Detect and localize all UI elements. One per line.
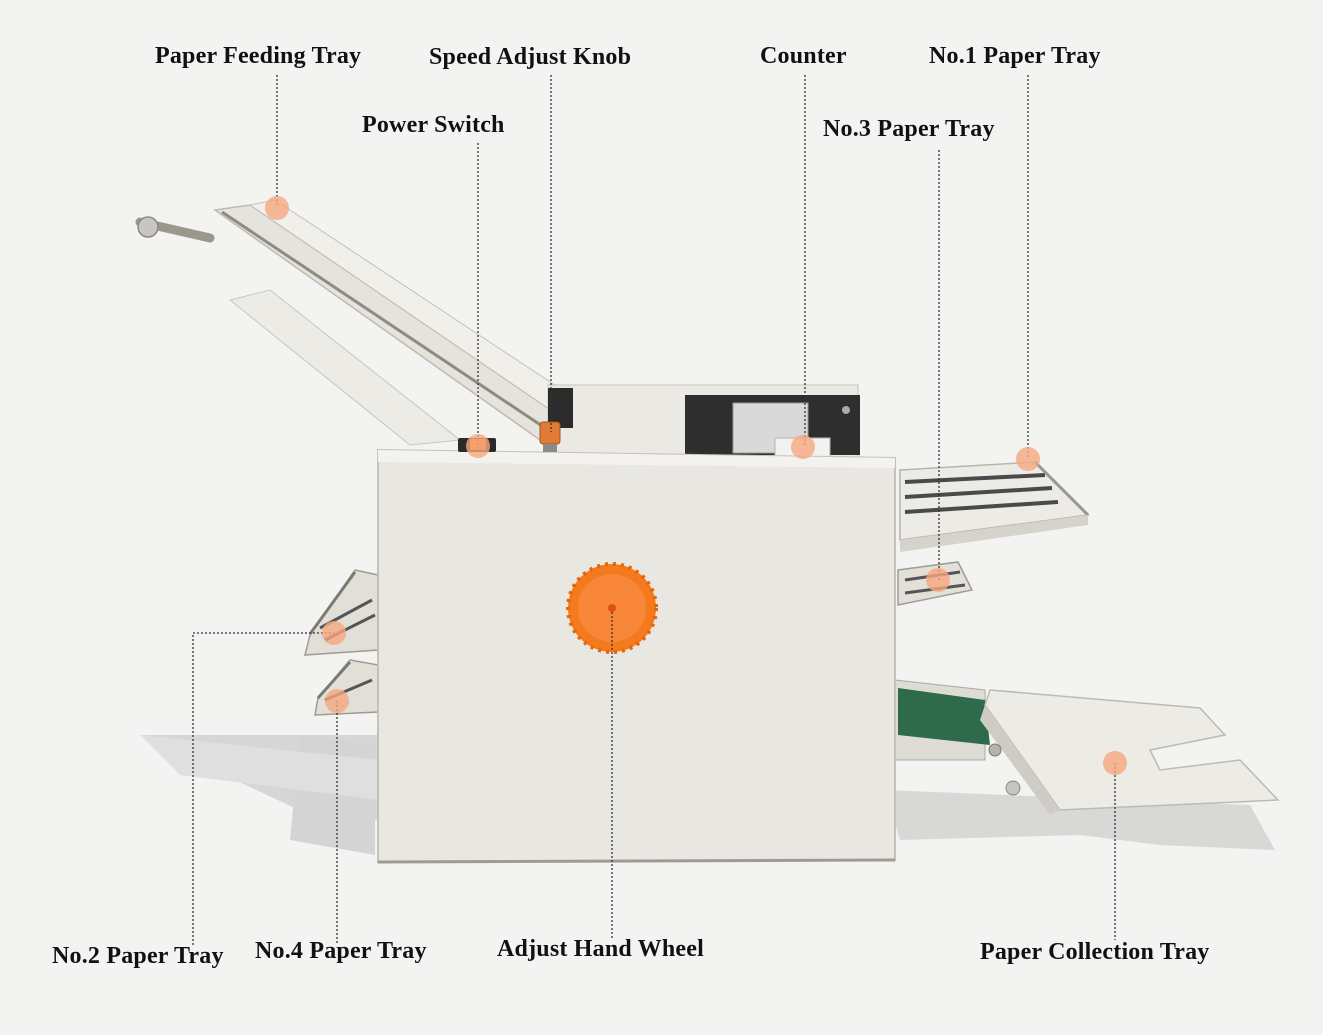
- conveyor-belt: [898, 688, 990, 745]
- label-no4-paper-tray: No.4 Paper Tray: [255, 938, 427, 964]
- marker-dot-no1-paper-tray: [1016, 447, 1040, 471]
- marker-dot-no3-paper-tray: [926, 568, 950, 592]
- label-no2-paper-tray: No.2 Paper Tray: [52, 943, 224, 969]
- marker-dot-paper-collection-tray: [1103, 751, 1127, 775]
- label-power-switch: Power Switch: [362, 112, 505, 138]
- label-adjust-hand-wheel: Adjust Hand Wheel: [497, 936, 705, 962]
- marker-dots: [265, 196, 1127, 775]
- label-counter: Counter: [760, 43, 847, 69]
- marker-dot-power-switch: [466, 434, 490, 458]
- feed-tray-screw: [135, 216, 215, 243]
- marker-dot-no4-paper-tray: [325, 689, 349, 713]
- marker-dot-paper-feeding-tray: [265, 196, 289, 220]
- back-panel: [547, 384, 860, 461]
- label-paper-feeding-tray: Paper Feeding Tray: [155, 43, 362, 69]
- label-no3-paper-tray: No.3 Paper Tray: [823, 116, 995, 142]
- marker-dot-adjust-hand-wheel: [608, 604, 616, 612]
- label-paper-collection-tray: Paper Collection Tray: [980, 939, 1210, 965]
- leader-lines: [192, 75, 1116, 945]
- speed-adjust-knob: [539, 421, 561, 452]
- paper-feeding-tray: [135, 199, 601, 446]
- marker-dot-counter: [791, 435, 815, 459]
- machine-main-body: [377, 448, 896, 864]
- label-no1-paper-tray: No.1 Paper Tray: [929, 43, 1101, 69]
- no1-paper-tray: [899, 460, 1090, 552]
- marker-dot-no2-paper-tray: [322, 621, 346, 645]
- label-speed-adjust-knob: Speed Adjust Knob: [429, 44, 632, 70]
